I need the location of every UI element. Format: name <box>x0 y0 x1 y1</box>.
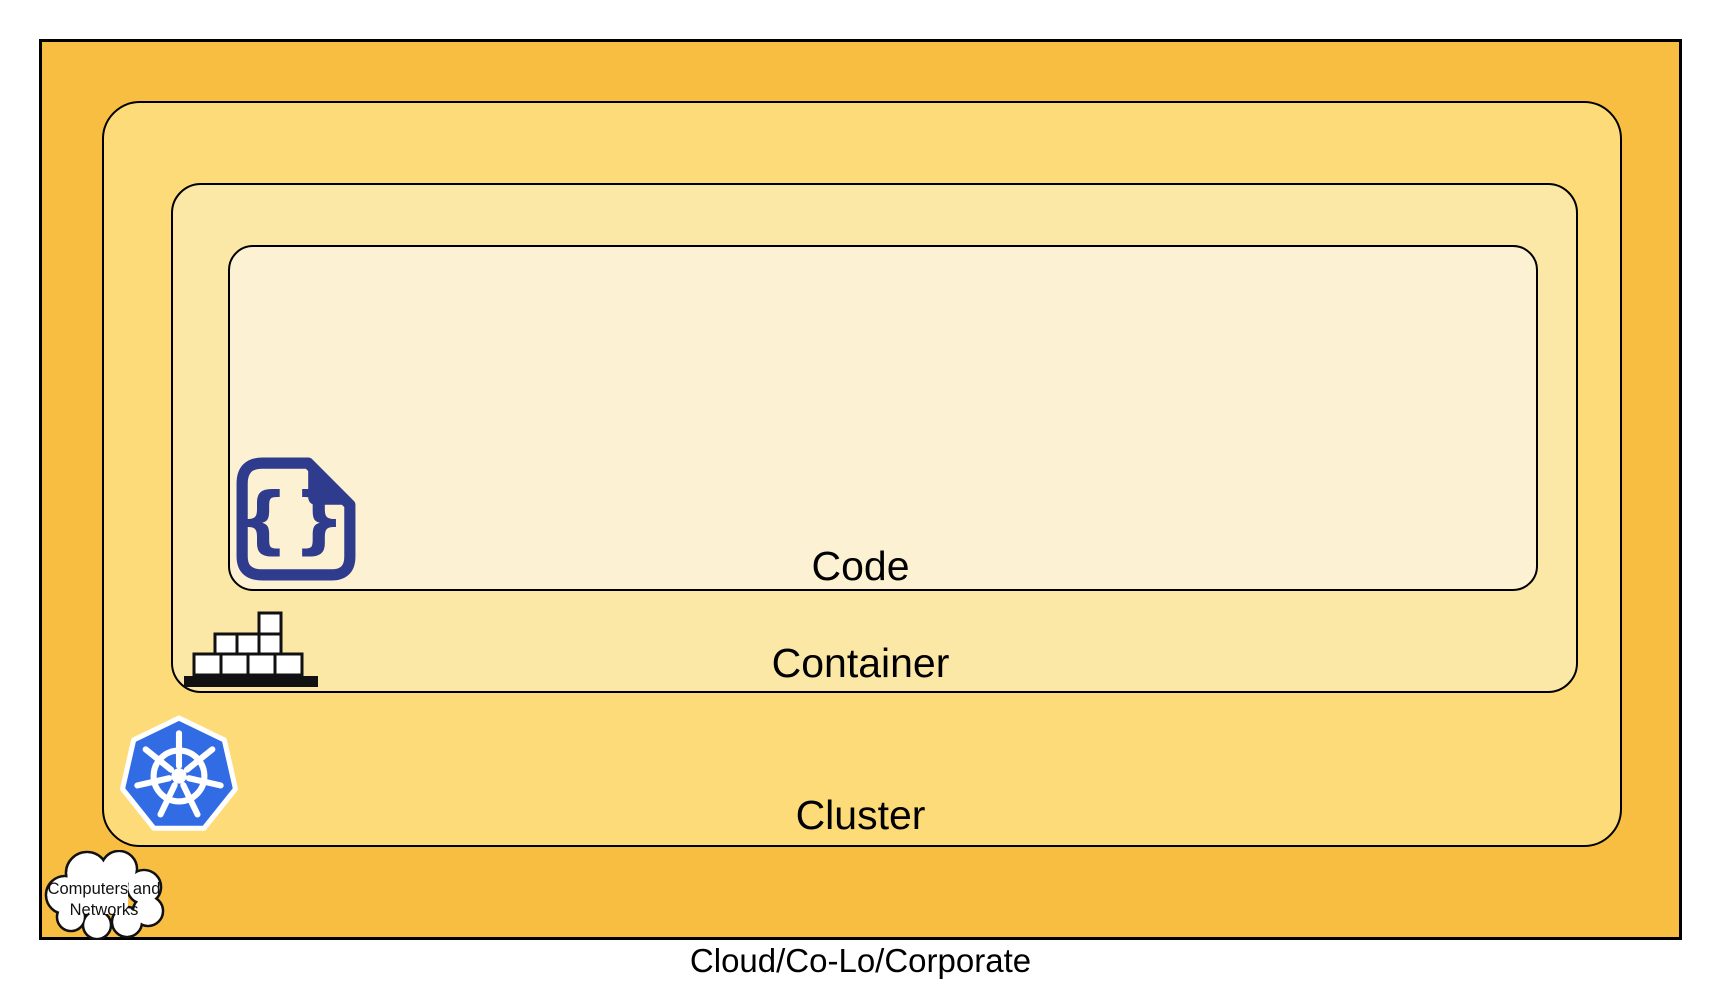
container-block <box>219 652 250 677</box>
container-block <box>192 652 223 677</box>
container-stack-icon <box>184 611 318 687</box>
code-box <box>228 245 1538 591</box>
datacenter-box <box>39 39 1682 940</box>
datacenter-label-line1: Cloud/Co-Lo/Corporate <box>689 942 1032 979</box>
container-block <box>257 611 283 636</box>
container-base-bar <box>184 676 318 687</box>
cluster-label: Cluster <box>795 792 926 838</box>
kubernetes-wheel <box>134 730 224 818</box>
cloud-label-line1: Computers and <box>48 880 161 898</box>
container-box <box>171 183 1578 693</box>
container-label: Container <box>771 640 950 686</box>
kubernetes-icon <box>119 715 239 831</box>
code-file-icon: {} <box>236 457 356 581</box>
container-block <box>273 652 304 677</box>
datacenter-label: Cloud/Co-Lo/Corporate Datacenter <box>39 866 1682 992</box>
container-block <box>257 632 283 656</box>
cluster-box <box>102 101 1622 847</box>
kubernetes-wheel-hub <box>171 768 187 784</box>
container-block <box>246 652 277 677</box>
cloud-icon: Computers and Networks <box>44 850 165 940</box>
cloud-label-line2: Networks <box>70 901 139 919</box>
container-block <box>235 632 261 656</box>
code-braces-glyph: {} <box>237 477 349 562</box>
container-block <box>213 632 239 656</box>
code-label: Code <box>811 543 910 589</box>
